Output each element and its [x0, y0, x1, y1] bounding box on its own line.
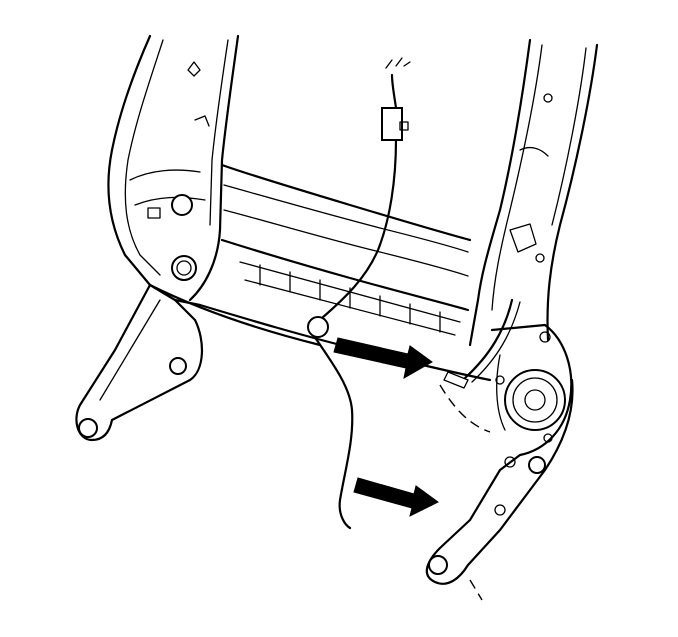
release-cable — [307, 57, 491, 530]
left-lower-bracket — [75, 283, 204, 442]
recliner-link-rod — [443, 298, 521, 389]
arrow-right-icon — [353, 477, 439, 517]
left-upright — [107, 34, 240, 307]
arrow-right-icon — [333, 337, 433, 379]
right-hinge-bracket — [425, 323, 574, 601]
right-upright — [468, 38, 599, 347]
